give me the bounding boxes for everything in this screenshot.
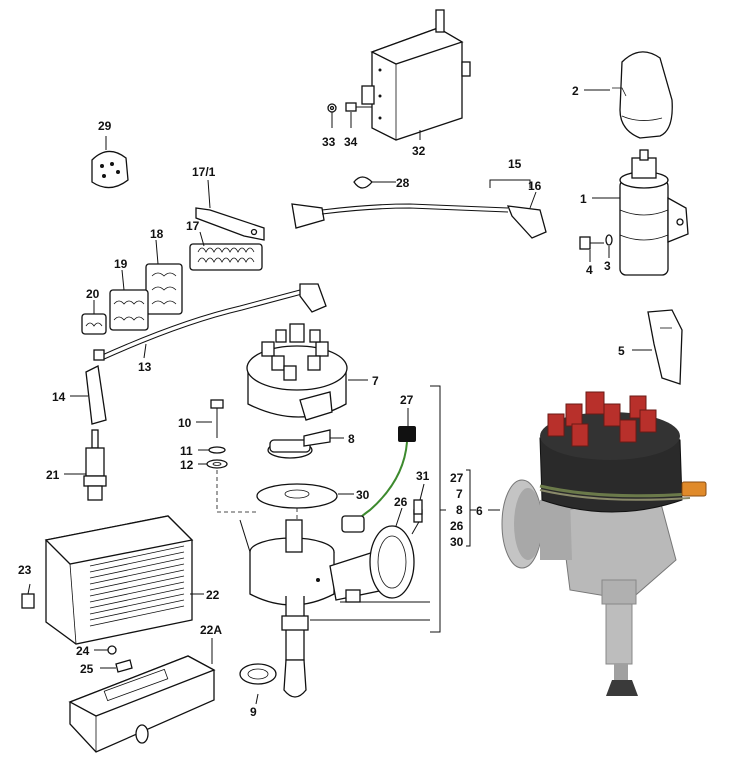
label-23: 23 [18,563,32,577]
group-6-bracket [310,385,500,633]
label-22: 22 [206,588,220,602]
part-3-washer [605,234,613,246]
group6-item-4: 26 [450,519,464,533]
part-17-cable-holder [189,243,263,271]
label-13: 13 [138,360,152,374]
part-4-bolt [579,236,604,250]
assembly-lines [216,470,298,520]
part-1-ignition-coil [619,149,689,276]
label-28: 28 [396,176,410,190]
part-29-connector-plug [91,150,129,189]
label-32: 32 [412,144,426,158]
part-33-washer [327,103,337,113]
part-18-holder [145,263,183,315]
part-5-bracket [647,309,683,385]
part-23-bracket [21,593,35,609]
label-17: 17 [186,219,200,233]
label-10: 10 [178,416,192,430]
label-27: 27 [400,393,414,407]
part-10-screw [210,399,224,438]
label-31: 31 [416,469,430,483]
label-7: 7 [372,374,379,388]
part-31-fitting [413,499,423,515]
label-14: 14 [52,390,66,404]
label-15: 15 [508,157,522,171]
part-9-ring [239,663,277,685]
label-33: 33 [322,135,336,149]
part-24-washer [107,645,117,655]
label-17-1: 17/1 [192,165,216,179]
label-19: 19 [114,257,128,271]
part-14-plug-connector [85,365,107,425]
part-11-washer [208,446,226,454]
part-22a-cover [68,655,216,753]
part-30-dust-shield [256,483,338,509]
part-19-holder [109,289,149,331]
part-12-washer [206,459,228,469]
label-24: 24 [76,644,90,658]
part-22-ignition-unit [44,515,194,645]
label-9: 9 [250,705,257,719]
label-1: 1 [580,192,587,206]
part-21-spark-plug [83,429,107,501]
part-labels: 2 1 4 3 5 29 33 34 32 28 15 16 17/1 17 1… [18,84,652,719]
distributor-photo [501,391,707,696]
distributor-housing [239,519,385,698]
label-3: 3 [604,259,611,273]
group6-item-2: 7 [456,487,463,501]
label-30: 30 [356,488,370,502]
part-8-rotor [267,429,331,459]
label-11: 11 [180,444,193,458]
label-34: 34 [344,135,358,149]
part-27-sensor-connector [341,426,416,533]
label-4: 4 [586,263,593,277]
part-13-plug-lead [93,283,327,361]
part-26-vacuum-unit [369,509,423,599]
label-2: 2 [572,84,579,98]
label-22a: 22A [200,623,222,637]
part-20-holder [81,313,107,335]
part-28-clip [353,176,390,189]
label-20: 20 [86,287,100,301]
part-2-coil-cap [612,51,673,139]
part-32-control-unit [361,9,471,141]
part-34-screw [345,102,372,112]
group6-item-3: 8 [456,503,463,517]
group6-item-1: 27 [450,471,464,485]
part-15-coil-lead [291,179,547,239]
label-18: 18 [150,227,164,241]
label-25: 25 [80,662,94,676]
label-21: 21 [46,468,60,482]
label-6: 6 [476,504,483,518]
label-16: 16 [528,179,542,193]
part-25-screw [115,659,133,673]
part-7-distributor-cap [246,323,348,421]
label-29: 29 [98,119,112,133]
label-12: 12 [180,458,194,472]
label-8: 8 [348,432,355,446]
label-5: 5 [618,344,625,358]
group6-item-5: 30 [450,535,464,549]
part-17-1-bracket [195,207,265,241]
label-26: 26 [394,495,408,509]
